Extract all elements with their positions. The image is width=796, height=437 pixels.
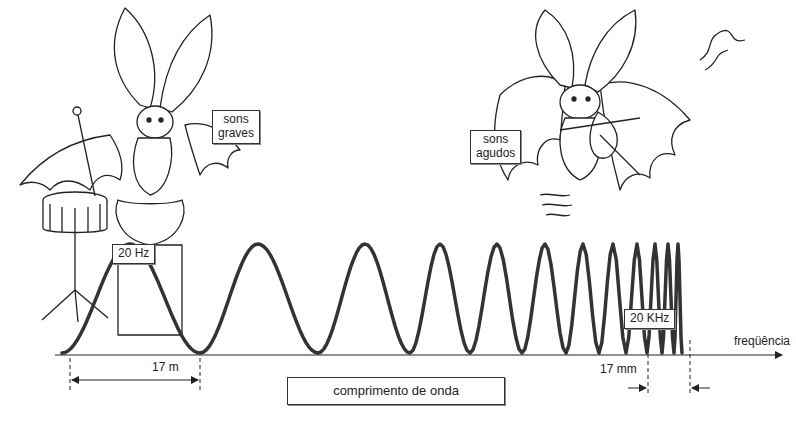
box-label: sons agudos: [476, 133, 515, 161]
box-label: 20 Hz: [118, 247, 149, 261]
dimension-label: freqüência: [732, 334, 792, 348]
text-box: sons graves: [212, 110, 260, 144]
dimension-label: 17 mm: [598, 362, 639, 376]
frequency-axis: [55, 354, 782, 355]
bat-violinist: [495, 10, 745, 216]
bat-drummer: [20, 8, 240, 335]
text-box: comprimento de onda: [287, 377, 505, 405]
text-box: sons agudos: [470, 130, 521, 164]
dimension-label: 17 m: [150, 360, 181, 374]
text-box: 20 Hz: [112, 244, 155, 264]
box-label: comprimento de onda: [333, 384, 459, 399]
box-label: sons graves: [218, 113, 254, 141]
text-box: 20 KHz: [624, 309, 675, 329]
sound-wave: [62, 244, 682, 353]
box-label: 20 KHz: [630, 312, 669, 326]
